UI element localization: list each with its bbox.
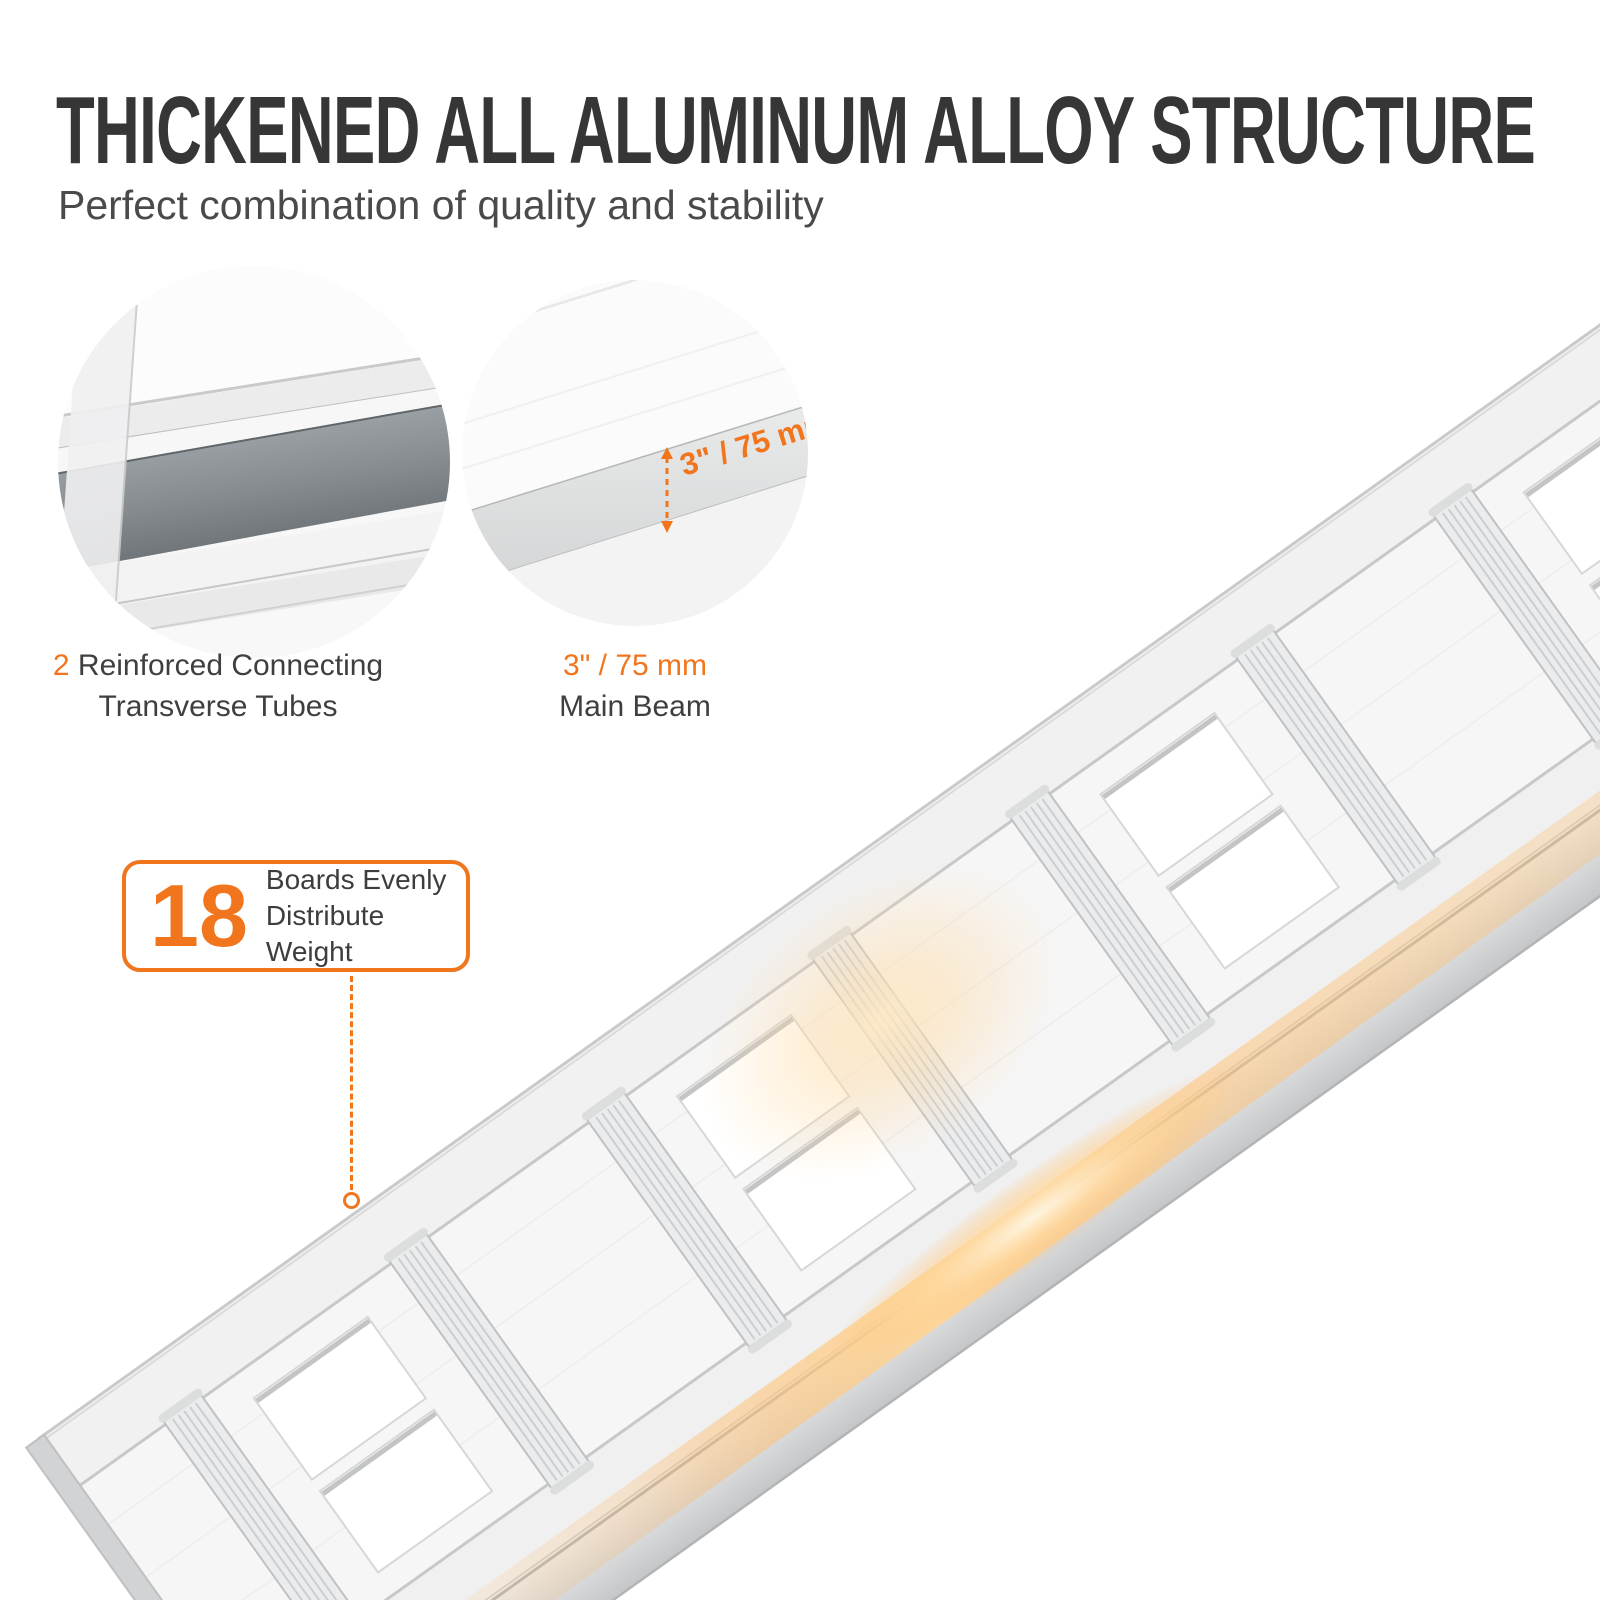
caption-transverse-line2: Transverse Tubes [98,689,338,723]
inset-transverse-tubes [58,266,450,658]
ramp-deck [37,0,1600,1600]
boards-label: Boards Evenly Distribute Weight [265,864,447,967]
page-title: THICKENED ALL ALUMINUM ALLOY STRUCTURE [56,77,1536,184]
badge-connector-line [350,976,353,1190]
caption-main-beam: 3" / 75 mm Main Beam [485,646,785,727]
page-subtitle: Perfect combination of quality and stabi… [58,182,824,228]
boards-count: 18 [150,866,248,966]
caption-transverse-tubes: 2 Reinforced Connecting Transverse Tubes [28,646,408,727]
caption-main-beam-size: 3" / 75 mm [562,649,708,682]
inset-main-beam: 3" / 75 mm [462,280,808,626]
ramp-end-cap [24,1433,316,1600]
boards-callout-badge: 18 Boards Evenly Distribute Weight [122,860,470,972]
caption-transverse-count: 2 [52,649,70,682]
caption-main-beam-label: Main Beam [559,689,711,723]
edge-glow-hotspot [824,1064,1243,1369]
badge-connector-dot [343,1192,360,1209]
deck-glow [701,861,1063,1182]
ramp-body [24,0,1600,1600]
caption-transverse-line1: 2 Reinforced Connecting [52,649,384,682]
